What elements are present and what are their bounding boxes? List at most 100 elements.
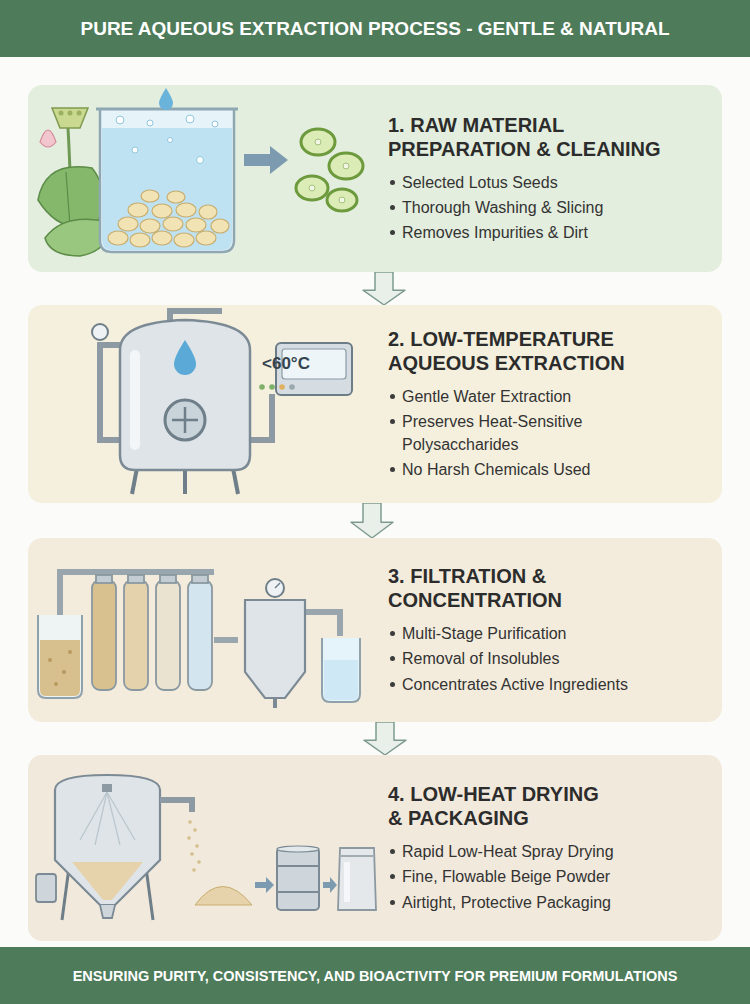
process-step-panel: 4. LOW-HEAT DRYING & PACKAGINGRapid Low-…	[28, 755, 722, 941]
filter-cartridges	[156, 580, 180, 690]
bullet-dot	[390, 682, 395, 687]
lotus-seeds	[130, 233, 150, 247]
concentrate-beaker	[322, 638, 360, 702]
bullet-item: Removal of Insolubles	[388, 647, 688, 670]
evaporator-vessel	[273, 698, 277, 708]
storage-drum	[277, 891, 319, 893]
bullet-dot	[390, 874, 395, 879]
porthole-handle	[172, 407, 198, 433]
bullet-text: Concentrates Active Ingredients	[402, 676, 628, 693]
storage-drum	[277, 846, 319, 852]
extraction-tank-illustration	[92, 311, 352, 494]
control-buttons	[259, 384, 265, 390]
step-heading: 4. LOW-HEAT DRYING & PACKAGING	[388, 782, 611, 838]
lotus-seeds	[167, 191, 185, 203]
lotus-seeds	[140, 219, 160, 233]
temperature-readout: <60°C	[262, 354, 310, 374]
lotus-plant	[59, 111, 64, 116]
title-band	[0, 0, 750, 57]
bullet-text: Preserves Heat-Sensitive Polysaccharides	[402, 413, 583, 453]
flow-arrow	[363, 272, 405, 305]
lotus-seeds	[174, 233, 194, 247]
filter-cartridges	[92, 575, 212, 690]
porthole-handle	[184, 407, 187, 433]
seed-slices	[296, 176, 328, 200]
washing-illustration	[38, 88, 363, 256]
lotus-seeds	[108, 231, 128, 245]
bullet-dot	[390, 394, 395, 399]
filter-cartridges	[192, 575, 208, 583]
lotus-plant	[38, 108, 108, 256]
extraction-tank-illustration	[28, 305, 722, 503]
falling-powder	[187, 820, 201, 872]
lotus-seeds	[199, 205, 217, 219]
motor-box	[36, 874, 56, 902]
lotus-seeds	[211, 219, 229, 233]
washing-beaker	[168, 138, 173, 143]
bullet-dot	[390, 205, 395, 210]
caption-bar: ENSURING PURITY, CONSISTENCY, AND BIOACT…	[0, 947, 750, 1004]
packaging-bag	[338, 848, 376, 910]
lotus-seeds	[152, 231, 172, 245]
process-step-panel: 3. FILTRATION & CONCENTRATIONMulti-Stage…	[28, 538, 722, 722]
lotus-seeds	[128, 203, 148, 217]
spray-mist	[80, 792, 135, 845]
tank-legs	[132, 468, 238, 494]
lotus-plant	[52, 108, 88, 128]
bullet-item: Selected Lotus Seeds	[388, 171, 688, 194]
spray-dryer	[55, 775, 160, 905]
lotus-seeds	[108, 190, 229, 247]
pipes	[100, 345, 120, 440]
filter-cartridges	[92, 580, 116, 690]
caption: ENSURING PURITY, CONSISTENCY, AND BIOACT…	[73, 968, 678, 984]
washing-beaker	[116, 116, 124, 124]
filter-cartridges	[96, 575, 112, 583]
control-buttons	[259, 384, 295, 390]
pipe	[160, 800, 192, 812]
step-heading: 2. LOW-TEMPERATURE AQUEOUS EXTRACTION	[388, 327, 688, 383]
pipes	[250, 394, 272, 440]
seed-slices	[329, 153, 363, 179]
bullet-item: No Harsh Chemicals Used	[388, 458, 688, 481]
spray-nozzle	[102, 784, 112, 792]
bullet-text: Airtight, Protective Packaging	[402, 894, 611, 911]
process-step-panel: 2. LOW-TEMPERATURE AQUEOUS EXTRACTION Gen…	[28, 305, 722, 503]
lotus-seeds	[118, 217, 138, 231]
bullet-text: Gentle Water Extraction	[402, 388, 571, 405]
packaging-bag	[344, 862, 350, 902]
bullet-item: Gentle Water Extraction	[388, 385, 688, 408]
evaporator-vessel	[275, 583, 280, 588]
bullet-dot	[390, 419, 395, 424]
step-text: 4. LOW-HEAT DRYING & PACKAGINGRapid Low-…	[388, 782, 708, 914]
lotus-seeds	[196, 231, 216, 245]
title-bar: PURE AQUEOUS EXTRACTION PROCESS - GENTLE…	[0, 0, 750, 57]
washing-beaker	[147, 120, 153, 126]
tank-porthole	[165, 400, 205, 440]
spray-mist	[107, 792, 120, 845]
washing-illustration	[28, 85, 722, 272]
bullet-item: Multi-Stage Purification	[388, 622, 688, 645]
evaporator-vessel	[266, 579, 284, 597]
bullet-dot	[390, 230, 395, 235]
step-text: 2. LOW-TEMPERATURE AQUEOUS EXTRACTION Gen…	[388, 327, 708, 482]
bullet-item: Rapid Low-Heat Spray Drying	[388, 840, 688, 863]
tank-highlight	[130, 350, 140, 450]
seed-slices	[309, 185, 315, 191]
tank-legs	[132, 468, 137, 494]
step-heading: 3. FILTRATION & CONCENTRATION	[388, 564, 688, 620]
seed-slices	[296, 129, 363, 211]
flow-arrow	[351, 503, 393, 538]
concentrate-beaker	[322, 638, 360, 702]
bullet-item: Concentrates Active Ingredients	[388, 673, 688, 696]
feed-beaker	[40, 640, 80, 696]
falling-powder	[187, 836, 191, 840]
seed-slices	[315, 139, 321, 145]
falling-powder	[195, 844, 199, 848]
falling-powder	[197, 860, 201, 864]
title: PURE AQUEOUS EXTRACTION PROCESS - GENTLE…	[80, 18, 669, 40]
bullet-dot	[390, 631, 395, 636]
lotus-seeds	[152, 204, 172, 218]
washing-beaker	[96, 109, 238, 252]
feed-beaker	[62, 670, 66, 674]
